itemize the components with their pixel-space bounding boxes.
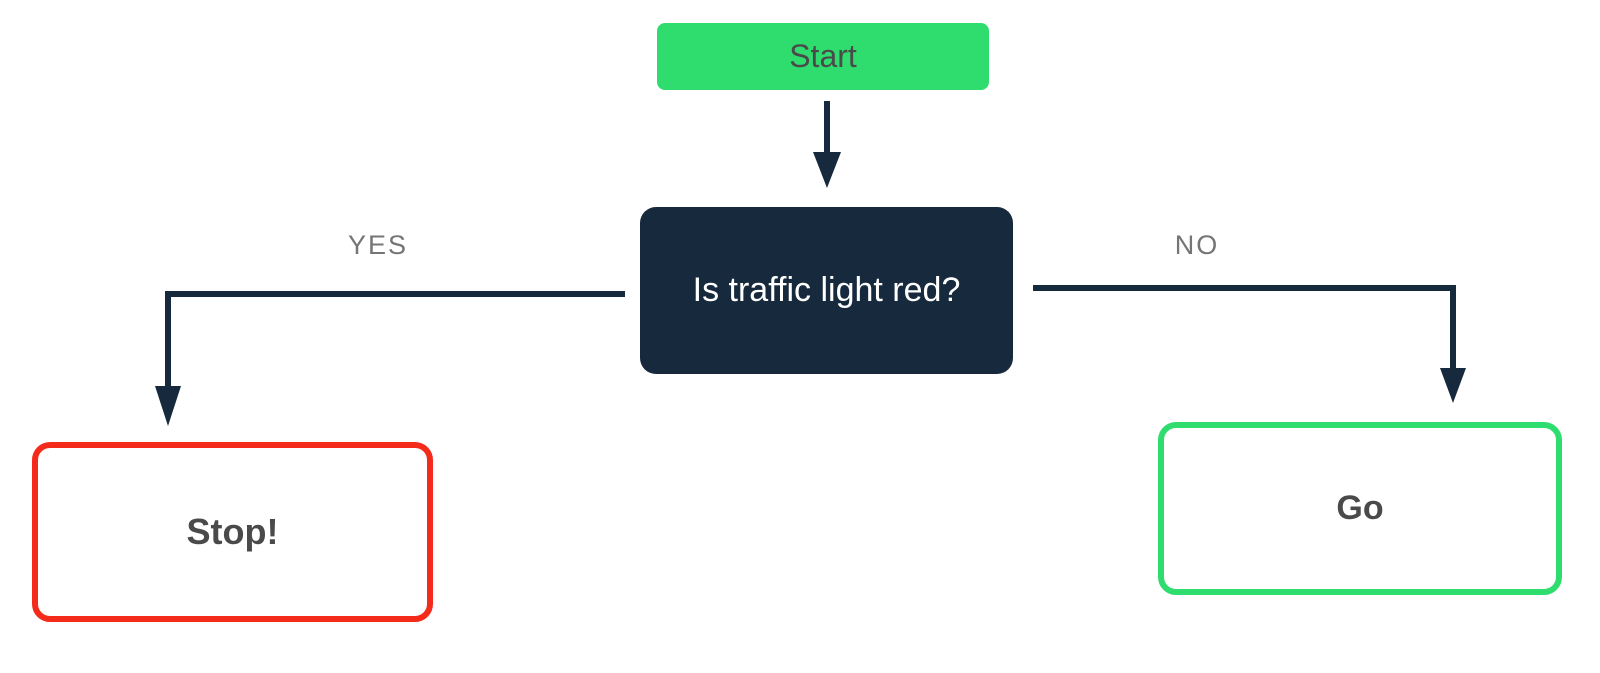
node-start: Start <box>657 23 989 90</box>
node-stop: Stop! <box>32 442 433 622</box>
arrow-start-to-question-icon <box>813 101 841 188</box>
arrow-no-branch-icon <box>1033 285 1466 403</box>
node-question: Is traffic light red? <box>640 207 1013 374</box>
edge-label-yes: YES <box>347 230 409 260</box>
node-go: Go <box>1158 422 1562 595</box>
arrow-yes-branch-icon <box>155 291 625 426</box>
edge-label-no: NO <box>1174 230 1220 260</box>
